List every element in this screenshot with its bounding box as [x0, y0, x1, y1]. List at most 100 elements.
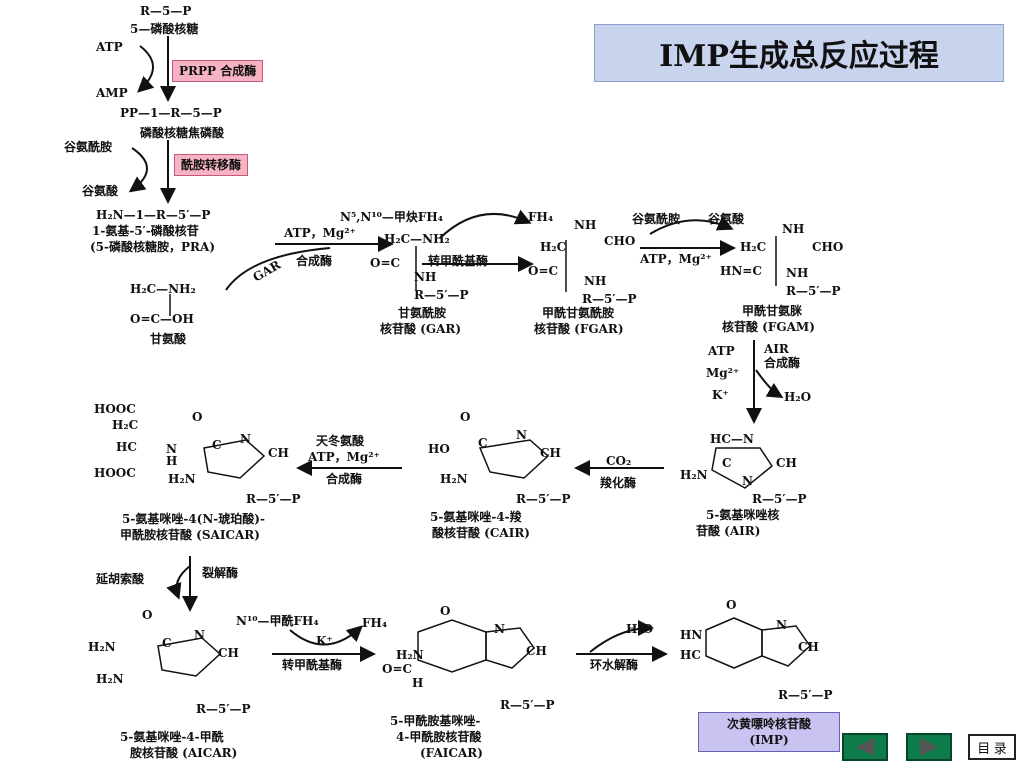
cair-n: N: [516, 428, 527, 442]
saicar-h2c: H₂C: [112, 418, 139, 432]
aicar-r: R—5′—P: [196, 702, 251, 716]
cair-co2: CO₂: [606, 454, 632, 468]
saicar-r: R—5′—P: [246, 492, 301, 506]
fgar-name-2: 核苷酸 (FGAR): [534, 322, 624, 336]
r5p-formula: R—5—P: [140, 4, 192, 18]
prev-slide-button[interactable]: [842, 733, 888, 761]
glycine-name: 甘氨酸: [150, 332, 187, 346]
imp-ch: CH: [798, 640, 819, 654]
table-of-contents-button[interactable]: 目 录: [968, 734, 1016, 760]
air-name-1: 5-氨基咪唑核: [706, 508, 780, 522]
cair-enzyme: 羧化酶: [600, 476, 637, 490]
fgam-l4: NH: [786, 266, 809, 280]
pra-name-2: (5-磷酸核糖胺，PRA): [90, 240, 215, 254]
cair-name-2: 酸核苷酸 (CAIR): [432, 526, 530, 540]
saicar-ch: CH: [268, 446, 289, 460]
faicar-h2n: H₂N: [396, 648, 424, 662]
glutamate-label: 谷氨酸: [82, 184, 119, 198]
saicar-h: H: [166, 454, 178, 468]
aicar-c: C: [162, 636, 172, 650]
faicar-h: H: [412, 676, 424, 690]
saicar-name-2: 甲酰胺核苷酸 (SAICAR): [120, 528, 260, 542]
imp-hn: HN: [680, 628, 703, 642]
saicar-enzyme: 合成酶: [326, 472, 363, 486]
aicar-ch: CH: [218, 646, 239, 660]
fgam-name-1: 甲酰甘氨脒: [742, 304, 803, 318]
saicar-n1: N: [166, 442, 177, 456]
air-enzyme-2: 合成酶: [764, 356, 801, 370]
gar-enzyme: 合成酶: [296, 254, 333, 268]
saicar-h2n: H₂N: [168, 472, 196, 486]
faicar-name-2: 4-甲酰胺核苷酸: [396, 730, 482, 744]
air-l3: H₂N: [680, 468, 708, 482]
gar-l3: NH: [414, 270, 437, 284]
aicar-o: O: [142, 608, 153, 622]
faicar-k: K⁺: [316, 634, 333, 648]
slide-title: IMP生成总反应过程: [594, 24, 1004, 82]
amidotransferase-enzyme: 酰胺转移酶: [174, 154, 249, 176]
aicar-h2n: H₂N: [96, 672, 124, 686]
air-l3b: C: [722, 456, 732, 470]
saicar-n2: N: [240, 432, 251, 446]
air-name-2: 苷酸 (AIR): [696, 524, 761, 538]
air-l2: CH: [776, 456, 797, 470]
glycine-line-1: H₂C—NH₂: [130, 282, 196, 296]
prpp-formula: PP—1—R—5—P: [120, 106, 222, 120]
aicar-n: N: [194, 628, 205, 642]
fgam-glutamine: 谷氨酰胺: [632, 212, 681, 226]
fgar-l1b: CHO: [604, 234, 636, 248]
imp-h2o: H₂O: [626, 622, 654, 636]
glutamine-label: 谷氨酰胺: [64, 140, 113, 154]
saicar-aspartate: 天冬氨酸: [316, 434, 365, 448]
air-l3c: N: [742, 474, 753, 488]
gar-name-1: 甘氨酰胺: [398, 306, 447, 320]
imp-n: N: [776, 618, 787, 632]
air-k: K⁺: [712, 388, 729, 402]
gar-cofactor: ATP，Mg²⁺: [284, 226, 356, 240]
imp-enzyme: 环水解酶: [590, 658, 639, 672]
fgam-l2: H₂C: [740, 240, 767, 254]
imp-name-2: (IMP): [749, 733, 789, 747]
aicar-name-2: 胺核苷酸 (AICAR): [130, 746, 238, 760]
cair-name-1: 5-氨基咪唑-4-羧: [430, 510, 522, 524]
imp-o: O: [726, 598, 737, 612]
air-l4: R—5′—P: [752, 492, 807, 506]
fgar-l5: R—5′—P: [582, 292, 637, 306]
saicar-c: C: [212, 438, 222, 452]
gar-name-2: 核苷酸 (GAR): [380, 322, 462, 336]
saicar-hc: HC: [116, 440, 137, 454]
cair-c: C: [478, 436, 488, 450]
saicar-o: O: [192, 410, 203, 424]
atp-label: ATP: [96, 40, 123, 54]
fgar-l1: NH: [574, 218, 597, 232]
faicar-ch: CH: [526, 644, 547, 658]
cair-ho: HO: [428, 442, 450, 456]
cair-r: R—5′—P: [516, 492, 571, 506]
cair-h2n: H₂N: [440, 472, 468, 486]
fgam-l3: HN=C: [720, 264, 762, 278]
faicar-n: N: [494, 622, 505, 636]
fgam-l1: NH: [782, 222, 805, 236]
imp-name-1: 次黄嘌呤核苷酸: [726, 717, 811, 731]
air-atp: ATP: [708, 344, 735, 358]
air-l1: HC—N: [710, 432, 754, 446]
gar-l4: R—5′—P: [414, 288, 469, 302]
amp-label: AMP: [96, 86, 128, 100]
next-slide-button[interactable]: [906, 733, 952, 761]
fgar-name-1: 甲酰甘氨酰胺: [542, 306, 615, 320]
fgam-name-2: 核苷酸 (FGAM): [722, 320, 815, 334]
faicar-oc: O=C: [382, 662, 413, 676]
r5p-name: 5—磷酸核糖: [130, 22, 199, 36]
fgam-l5: R—5′—P: [786, 284, 841, 298]
cair-ch: CH: [540, 446, 561, 460]
glycine-line-2: O=C—OH: [130, 312, 194, 326]
faicar-name-1: 5-甲酰胺基咪唑-: [390, 714, 481, 728]
faicar-product: FH₄: [362, 616, 388, 630]
faicar-enzyme: 转甲酰基酶: [282, 658, 343, 672]
fgar-l4: NH: [584, 274, 607, 288]
fgam-cofactor: ATP，Mg²⁺: [640, 252, 712, 266]
gar-l1: H₂C—NH₂: [384, 232, 450, 246]
air-h2o: H₂O: [784, 390, 812, 404]
faicar-o: O: [440, 604, 451, 618]
